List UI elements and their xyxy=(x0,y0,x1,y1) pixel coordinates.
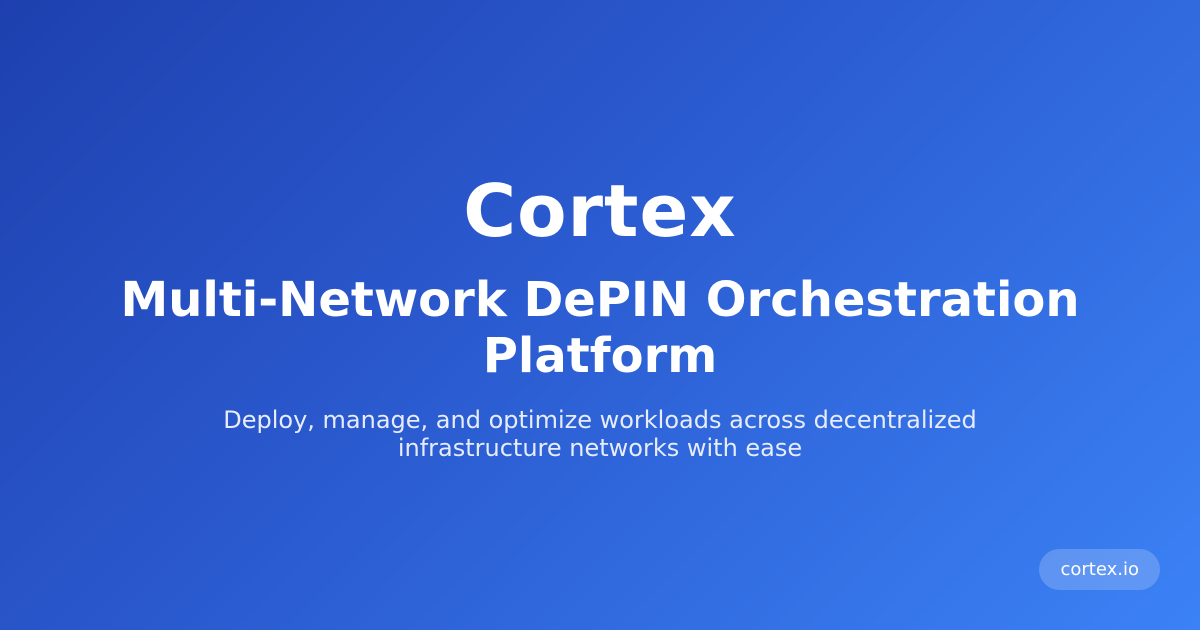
domain-badge: cortex.io xyxy=(1039,549,1160,590)
card-content: Cortex Multi-Network DePIN Orchestration… xyxy=(0,168,1200,462)
headline: Multi-Network DePIN Orchestration Platfo… xyxy=(120,272,1080,384)
brand-title: Cortex xyxy=(463,169,737,253)
tagline: Deploy, manage, and optimize workloads a… xyxy=(223,406,977,462)
